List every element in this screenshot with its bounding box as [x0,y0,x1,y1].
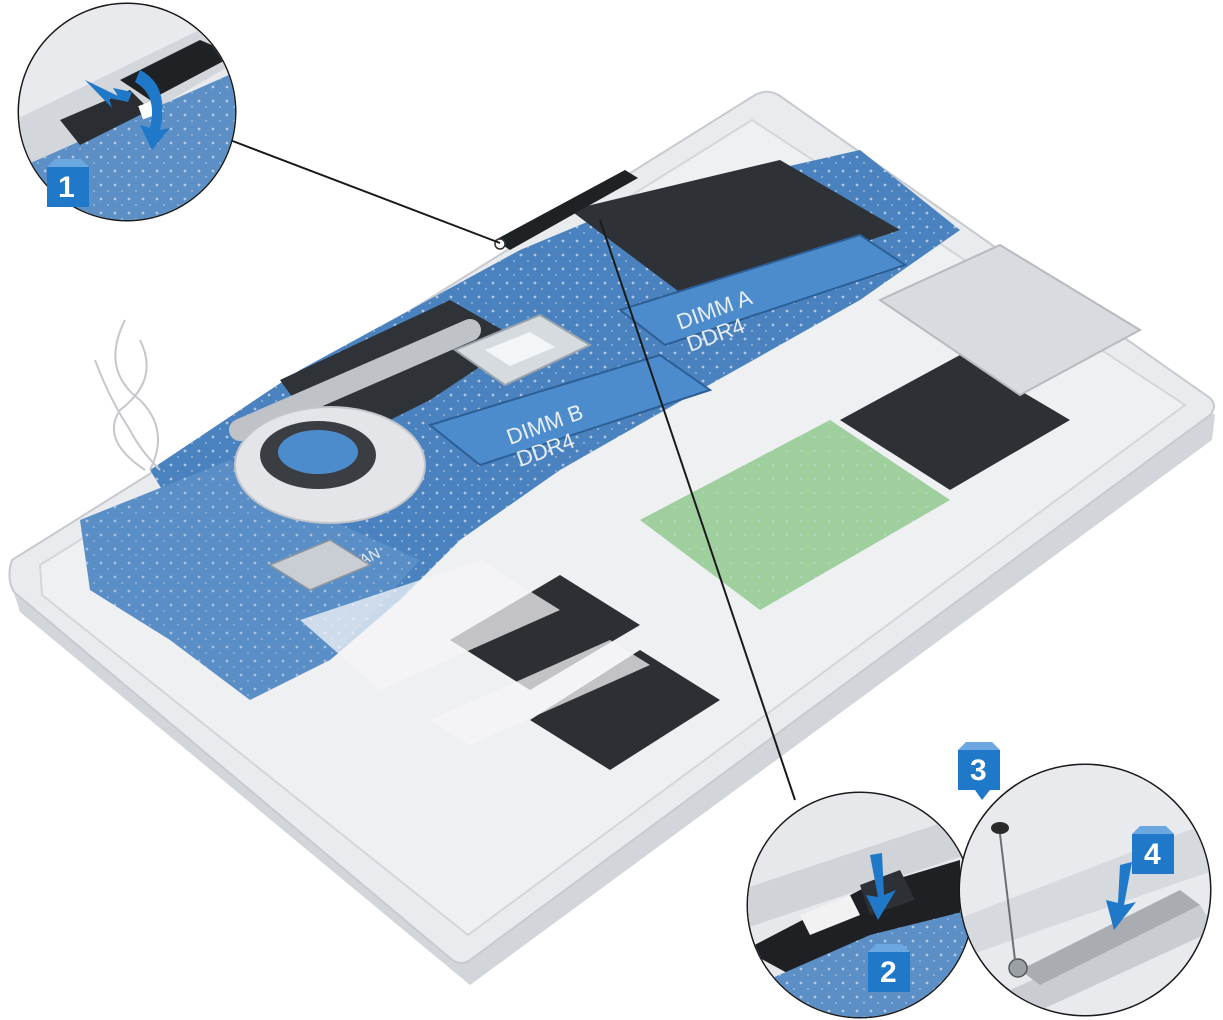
ffc-cable-2 [430,640,650,745]
fan [234,406,426,524]
motherboard: DIMM A DDR4 DIMM B DDR4 WLAN [80,150,960,700]
leader-lines [229,139,796,801]
speaker-shield-right [530,650,720,770]
step-1-number: 1 [58,171,75,204]
antenna-cables [94,319,161,471]
leader-line-2 [599,219,796,801]
ssd-shield [570,160,900,300]
step-4-badge [1132,834,1174,874]
speaker-shield-left [450,575,640,690]
curved-arrow-icon [135,70,170,150]
step-3-number: 3 [970,754,987,787]
wlan-card [268,539,372,591]
arrow-icon [866,853,896,920]
right-metal-bracket [877,243,1143,397]
heatpipe [229,319,481,441]
arrow-icon [85,80,132,108]
callout-3-4: 3 4 [958,742,1212,1017]
step-3-badge [958,750,1000,790]
chassis-inner-rim [38,118,1187,937]
display-connector-bracket [495,170,638,250]
display-connector-screw [494,238,506,250]
step-2-number: 2 [880,956,897,989]
palmrest-assembly [300,243,1143,770]
step-4-number: 4 [1144,838,1161,871]
arrow-icon [1106,862,1136,930]
dimm-a-module: DIMM A DDR4 [617,233,908,357]
screw-icon [991,822,1016,961]
callout-1: 1 [17,2,237,222]
step-2-badge [868,952,910,992]
step-1-badge [47,167,89,207]
ffc-cable [300,560,560,690]
leader-line-1 [229,139,501,244]
callout-2: 2 [746,791,974,1019]
